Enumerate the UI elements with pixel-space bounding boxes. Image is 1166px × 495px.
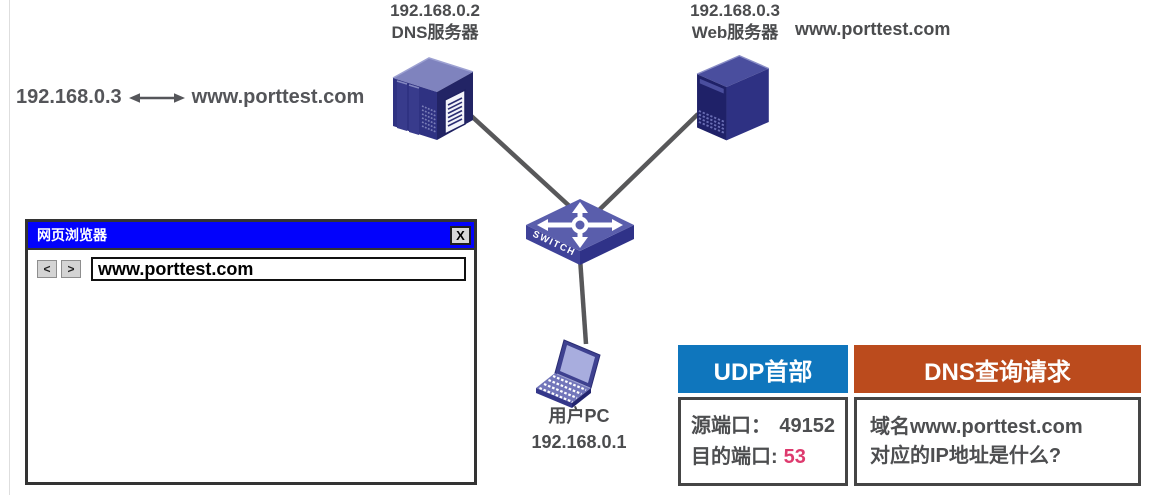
dns-question-line2: 对应的IP地址是什么? [870, 445, 1062, 467]
web-server-label: 192.168.0.3 Web服务器 [645, 0, 825, 44]
browser-titlebar: 网页浏览器 X [28, 222, 474, 250]
dns-server-label: 192.168.0.2 DNS服务器 [350, 0, 520, 44]
close-button[interactable]: X [450, 225, 471, 245]
web-server-ip: 192.168.0.3 [690, 1, 780, 20]
browser-title: 网页浏览器 [37, 227, 107, 243]
dns-question-line1: 域名www.porttest.com [870, 416, 1083, 438]
address-bar-input[interactable] [91, 257, 466, 281]
bidirectional-arrow-icon [128, 92, 185, 103]
wire-switch-to-pc [577, 257, 589, 345]
forward-button[interactable]: > [61, 260, 81, 278]
user-pc-name: 用户PC [548, 406, 610, 426]
web-server-icon [696, 54, 770, 141]
user-pc-label: 用户PC 192.168.0.1 [503, 403, 655, 455]
dns-server-icon [392, 57, 474, 140]
dest-port-value: 53 [783, 446, 806, 468]
ip-domain-mapping: 192.168.0.3 www.porttest.com [16, 86, 364, 109]
wire-web-to-switch [594, 112, 700, 215]
source-port-label: 源端口： [691, 415, 771, 437]
page-edge-line [9, 0, 10, 495]
source-port-value: 49152 [779, 415, 835, 437]
user-pc-ip: 192.168.0.1 [531, 432, 627, 452]
mapping-ip: 192.168.0.3 [16, 86, 122, 108]
browser-content-area [28, 281, 474, 471]
dns-server-name: DNS服务器 [391, 23, 479, 42]
laptop-icon [536, 339, 601, 408]
dns-query-body-cell: 域名www.porttest.com 对应的IP地址是什么? [854, 397, 1141, 486]
web-server-name: Web服务器 [691, 23, 779, 42]
browser-window: 网页浏览器 X < > [25, 219, 477, 485]
udp-header-cell: UDP首部 [678, 345, 848, 393]
mapping-domain: www.porttest.com [191, 86, 365, 108]
dns-query-header-cell: DNS查询请求 [854, 345, 1141, 393]
wire-dns-to-switch [465, 110, 579, 215]
udp-body-cell: 源端口： 49152 目的端口: 53 [678, 397, 848, 486]
back-button[interactable]: < [37, 260, 57, 278]
switch-icon: SWITCH [526, 199, 634, 265]
web-server-domain: www.porttest.com [795, 19, 951, 39]
browser-toolbar: < > [28, 250, 474, 281]
packet-table: UDP首部 DNS查询请求 源端口： 49152 目的端口: 53 域名www.… [678, 345, 1141, 486]
dest-port-label: 目的端口: [691, 446, 778, 468]
dns-server-ip: 192.168.0.2 [390, 1, 480, 20]
